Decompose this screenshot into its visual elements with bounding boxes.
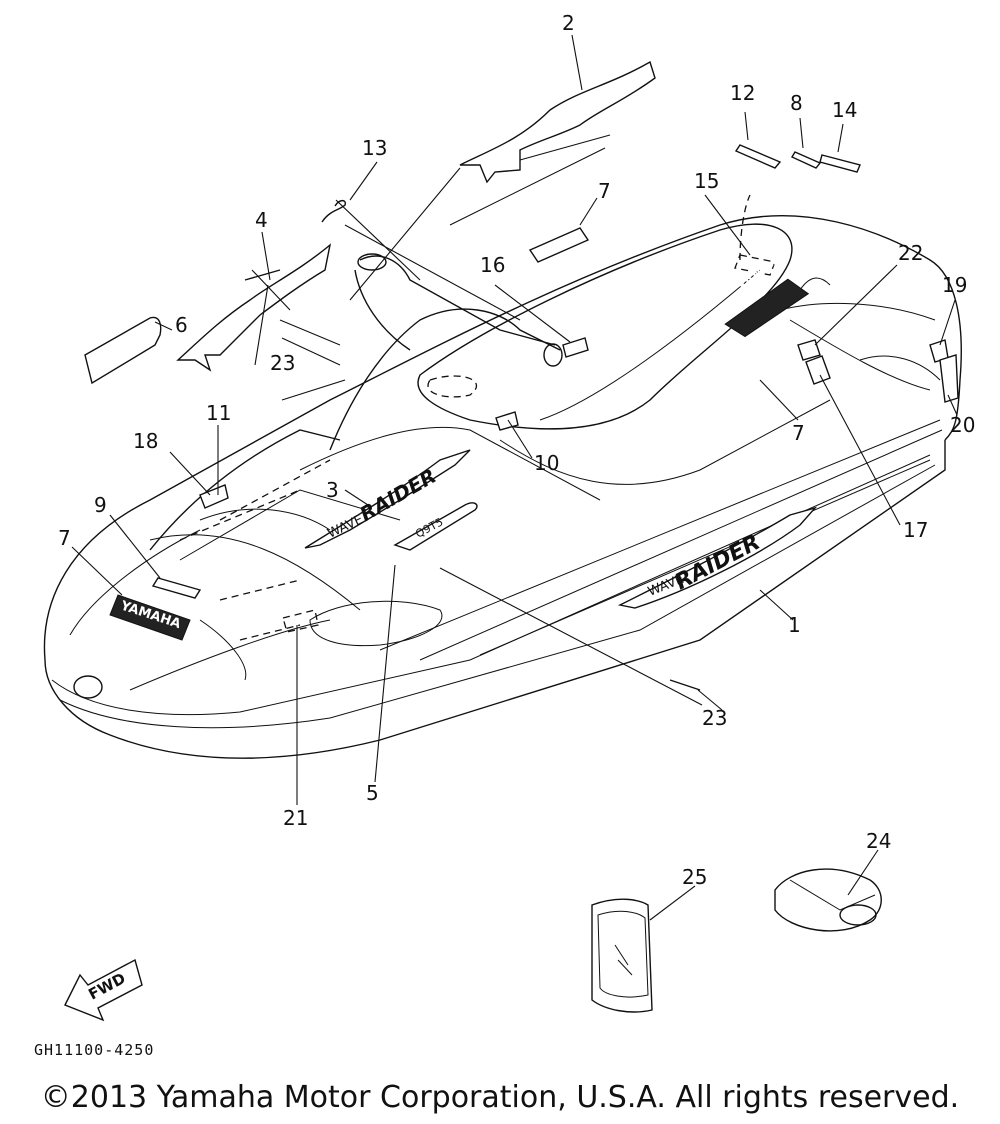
callout-2: 2 xyxy=(562,11,575,35)
part-25-pouch xyxy=(591,898,653,1013)
decal-1-model-big: RAIDER xyxy=(671,530,764,595)
decal-4-top xyxy=(176,243,341,372)
exploded-parts-diagram: WAVE RAIDER WAVE RAIDER Q9T5 YAMAHA YAMA… xyxy=(43,11,975,1022)
callout-20: 20 xyxy=(950,413,975,437)
callout-15: 15 xyxy=(694,169,719,193)
callout-7-front: 7 xyxy=(58,526,71,550)
part-24-cover xyxy=(774,868,882,932)
decal-6 xyxy=(84,316,162,385)
callout-18: 18 xyxy=(133,429,158,453)
callout-5: 5 xyxy=(366,781,379,805)
callout-12: 12 xyxy=(730,81,755,105)
decal-7-side-brand: YAMAHA xyxy=(724,244,810,338)
decal-3-model-big: RAIDER xyxy=(356,464,441,527)
callout-16: 16 xyxy=(480,253,505,277)
callout-9: 9 xyxy=(94,493,107,517)
callout-24: 24 xyxy=(866,829,891,853)
decal-7-front-brand: YAMAHA xyxy=(109,594,191,641)
forward-arrow-icon: FWD xyxy=(64,958,143,1022)
copyright-notice: ©2013 Yamaha Motor Corporation, U.S.A. A… xyxy=(40,1080,960,1115)
callout-6: 6 xyxy=(175,313,188,337)
decal-2-top xyxy=(459,60,656,184)
decal-5-plate: Q9T5 xyxy=(393,502,478,551)
decal-7-seat xyxy=(528,227,590,263)
callout-3: 3 xyxy=(326,478,339,502)
callout-21: 21 xyxy=(283,806,308,830)
callout-7-seat: 7 xyxy=(598,179,611,203)
callout-10: 10 xyxy=(534,451,559,475)
callout-23-side: 23 xyxy=(702,706,727,730)
callout-7-side: 7 xyxy=(792,421,805,445)
decal-1-side: WAVE RAIDER xyxy=(617,506,818,609)
callouts: 2 12 8 14 13 4 15 7 16 22 19 6 23 11 18 … xyxy=(58,11,975,889)
part-code: GH11100-4250 xyxy=(34,1041,155,1059)
callout-11: 11 xyxy=(206,401,231,425)
callout-19: 19 xyxy=(942,273,967,297)
watercraft-hull xyxy=(43,194,962,759)
callout-1: 1 xyxy=(788,613,801,637)
decal-small-parts xyxy=(199,144,959,691)
callout-13: 13 xyxy=(362,136,387,160)
callout-25: 25 xyxy=(682,865,707,889)
callout-23-top: 23 xyxy=(270,351,295,375)
callout-22: 22 xyxy=(898,241,923,265)
callout-4: 4 xyxy=(255,208,268,232)
callout-8: 8 xyxy=(790,91,803,115)
decal-9 xyxy=(151,577,202,599)
leader-lines xyxy=(71,34,958,921)
callout-14: 14 xyxy=(832,98,857,122)
callout-17: 17 xyxy=(903,518,928,542)
decal-3-model-small: WAVE xyxy=(325,512,365,541)
